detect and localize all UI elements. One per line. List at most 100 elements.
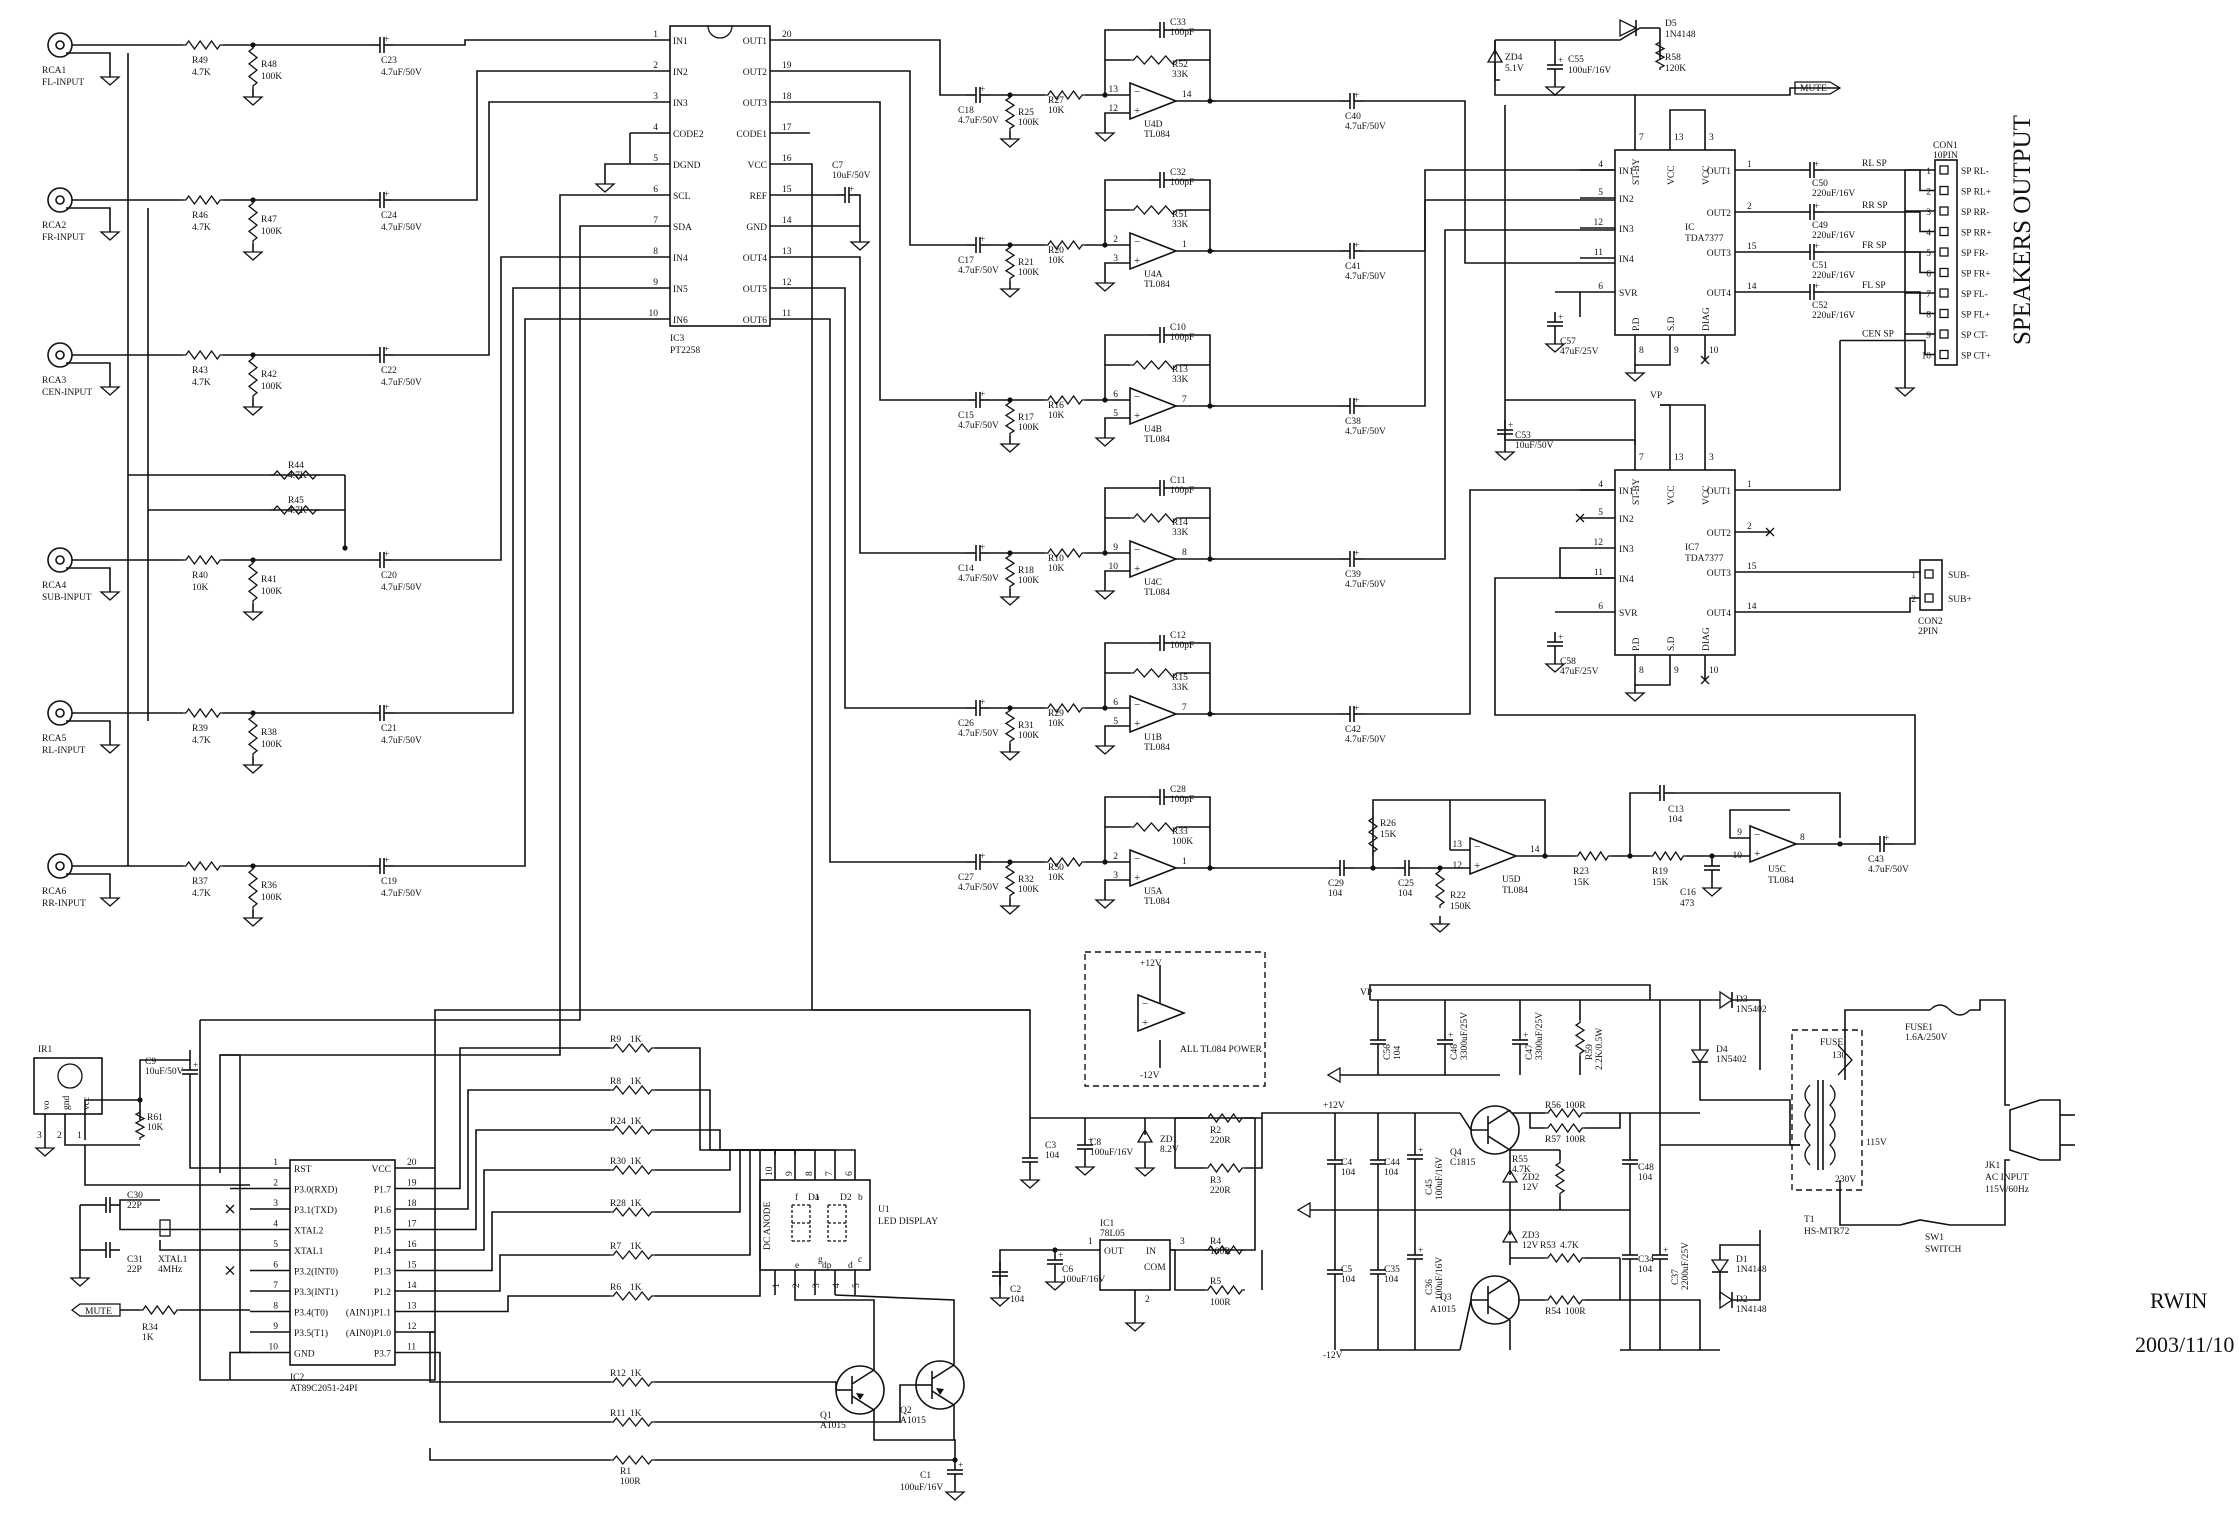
pin-name: P3.7 — [374, 1350, 391, 1360]
jk1-ref: JK1 — [1985, 1161, 2001, 1171]
opamp-stage-4: +C144.7uF/50VR18100KR1010K−+910U4CTL0848… — [810, 256, 1386, 598]
r26-ref: R26 — [1380, 819, 1396, 829]
pin-name: P3.1(TXD) — [294, 1205, 337, 1216]
polarity-mark: + — [1558, 313, 1563, 323]
m12-label: -12V — [1323, 1351, 1343, 1361]
ground-triangle — [69, 1277, 91, 1287]
wire — [435, 1254, 610, 1292]
pin-name: OUT2 — [1707, 209, 1732, 219]
reg-body — [1099, 1239, 1171, 1291]
r59-val: 2.2K/0.5W — [1595, 1028, 1605, 1070]
cap-ref: C20 — [381, 571, 397, 581]
pin-name: IN2 — [1619, 515, 1634, 525]
wire — [1045, 89, 1085, 101]
r-series-val: 4.7K — [192, 223, 211, 233]
fuse1-ref: FUSE1 — [1905, 1023, 1933, 1033]
diode-triangle — [1690, 1049, 1710, 1064]
pin-number: 10 — [1709, 346, 1719, 356]
wire — [655, 1149, 836, 1171]
pin-number: 14 — [407, 1281, 417, 1291]
wire — [655, 1129, 816, 1155]
con1-pin — [1939, 165, 1949, 175]
polarity-mark: + — [1814, 160, 1819, 170]
ground-symbol — [242, 604, 264, 621]
display-pin: 4 — [832, 1283, 842, 1288]
wire — [1104, 879, 1130, 892]
rin-ref: R27 — [1048, 96, 1064, 106]
pin-name: VCC — [371, 1165, 391, 1175]
wire — [429, 1448, 610, 1461]
pin-name: P1.4 — [374, 1247, 391, 1257]
seg-r-val: 1K — [630, 1077, 642, 1087]
c37-ref: C37 — [1671, 1269, 1681, 1285]
c8-val: 100uF/16V — [1090, 1148, 1133, 1158]
ground-triangle — [944, 1491, 966, 1501]
cout-val: 4.7uF/50V — [1345, 122, 1386, 132]
wire — [1045, 239, 1085, 251]
pin-number: 3 — [1709, 133, 1714, 143]
r55-val: 4.7K — [1512, 1165, 1531, 1175]
wire — [1495, 27, 1660, 41]
ground-triangle — [99, 76, 121, 86]
pin-minus: 9 — [1113, 543, 1118, 553]
seg-r-ref: R6 — [610, 1283, 621, 1293]
pin-number: 16 — [407, 1240, 417, 1250]
wire — [1555, 291, 1581, 317]
pin-name: OUT6 — [743, 316, 768, 326]
ground-symbol — [99, 69, 121, 86]
pin-number: 16 — [782, 154, 792, 164]
c4-ref: C4 — [1341, 1158, 1352, 1168]
plus-sign: + — [1134, 105, 1140, 117]
out-net: FR SP — [1862, 241, 1887, 251]
wire — [199, 1020, 436, 1381]
pin-number: 8 — [1639, 666, 1644, 676]
pin-number: 9 — [653, 278, 658, 288]
fuse-symbol — [1837, 1044, 1853, 1076]
sub-filter: C29104C25104R2615KR22150K−+1312U5DTL0841… — [1210, 577, 1916, 912]
cin-ref: C27 — [958, 873, 974, 883]
out-cap-ref: C52 — [1812, 301, 1828, 311]
seg-r-ref: R11 — [610, 1409, 626, 1419]
polarity-mark: + — [384, 550, 389, 560]
rf-ref: R14 — [1172, 518, 1188, 528]
rsh-ref: R32 — [1018, 875, 1034, 885]
wire — [810, 163, 813, 1010]
ground-symbol — [99, 737, 121, 754]
c57-val: 47uF/25V — [1560, 347, 1599, 357]
r5-val: 100R — [1210, 1298, 1231, 1308]
pin-number: 9 — [1674, 346, 1679, 356]
cin-val: 4.7uF/50V — [958, 266, 999, 276]
pin-name: P3.3(INT1) — [294, 1287, 338, 1298]
cf-val: 100pF — [1170, 333, 1194, 343]
cin-val: 4.7uF/50V — [958, 729, 999, 739]
ground-symbol — [1894, 380, 1916, 397]
pin-number: 14 — [1747, 602, 1757, 612]
ground-triangle — [1624, 692, 1646, 702]
wire — [1369, 984, 1651, 1000]
plus-sign: + — [1134, 718, 1140, 730]
ground-symbol — [999, 131, 1021, 148]
con1-pin-label: SP FR- — [1961, 249, 1988, 259]
pin-name: CODE2 — [673, 130, 704, 140]
wire — [394, 70, 630, 201]
polarity-mark: + — [384, 190, 389, 200]
cin-ref: C26 — [958, 719, 974, 729]
seg-r-val: 1K — [630, 1369, 642, 1379]
pin-name: SCL — [673, 192, 691, 202]
polarity-mark: + — [1354, 241, 1359, 251]
wire — [1824, 291, 1935, 315]
rin-ref: R50 — [1048, 863, 1064, 873]
c4-val: 104 — [1341, 1168, 1356, 1178]
segment-letter: g — [818, 1255, 823, 1265]
wire — [1494, 577, 1916, 845]
reg-com: COM — [1144, 1263, 1166, 1273]
con2-num: 1 — [1911, 571, 1916, 581]
ic3-ref: IC3 — [670, 334, 685, 344]
pin-name: IN6 — [673, 316, 688, 326]
rin-val: 10K — [1048, 873, 1065, 883]
opamp-part: TL084 — [1144, 743, 1170, 753]
ground-triangle — [99, 744, 121, 754]
